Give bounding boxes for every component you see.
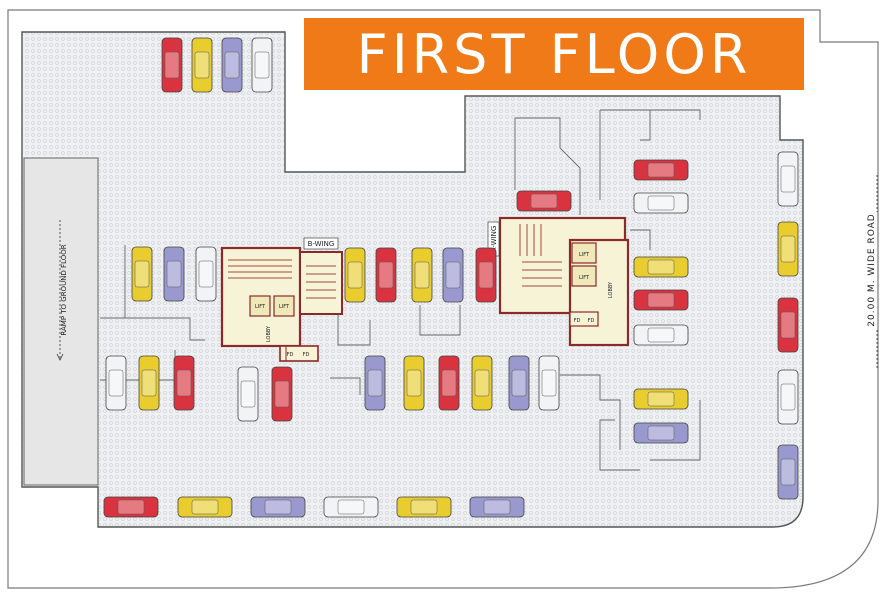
car-white	[195, 246, 217, 302]
car-red	[271, 366, 293, 422]
car-red	[375, 247, 397, 303]
car-white	[105, 355, 127, 411]
site-boundary	[7, 9, 879, 589]
car-blue	[633, 422, 689, 444]
car-yellow	[633, 256, 689, 278]
a-wing-lobby-label: LOBBY	[608, 281, 614, 298]
car-red	[103, 496, 159, 518]
car-blue	[469, 496, 525, 518]
car-yellow	[344, 247, 366, 303]
car-white	[777, 151, 799, 207]
car-red	[633, 159, 689, 181]
car-blue	[508, 355, 530, 411]
b-wing-fd-label: FD	[287, 352, 294, 358]
car-red	[475, 247, 497, 303]
car-red	[777, 297, 799, 353]
b-wing-lobby-label: LOBBY	[266, 325, 272, 342]
a-wing-lift-label: LIFT	[579, 252, 590, 258]
car-yellow	[403, 355, 425, 411]
car-red	[633, 289, 689, 311]
car-white	[538, 355, 560, 411]
car-white	[633, 192, 689, 214]
title-banner: FIRST FLOOR	[304, 18, 804, 90]
b-wing-fd-label-2: FD	[303, 352, 310, 358]
a-wing-fd-label-2: FD	[588, 318, 595, 324]
ramp	[23, 157, 99, 486]
b-wing-tag	[303, 237, 339, 250]
a-wing-core	[498, 216, 630, 347]
car-yellow	[633, 388, 689, 410]
a-wing-fd-label: FD	[574, 318, 581, 324]
car-white	[237, 366, 259, 422]
car-red	[161, 37, 183, 93]
car-red	[438, 355, 460, 411]
car-blue	[163, 246, 185, 302]
car-yellow	[191, 37, 213, 93]
car-white	[633, 324, 689, 346]
car-white	[777, 369, 799, 425]
parking-cars	[103, 37, 799, 518]
car-white	[251, 37, 273, 93]
a-wing-label: A-WING	[490, 226, 498, 253]
b-wing-lift-label-2: LIFT	[279, 304, 290, 310]
ramp-arrow-head	[56, 353, 64, 361]
car-yellow	[396, 496, 452, 518]
car-yellow	[138, 355, 160, 411]
car-blue	[442, 247, 464, 303]
car-yellow	[777, 221, 799, 277]
car-red	[173, 355, 195, 411]
car-yellow	[177, 496, 233, 518]
b-wing-lift-label: LIFT	[255, 304, 266, 310]
road-label: 20.00 M. WIDE ROAD	[867, 213, 877, 326]
car-yellow	[411, 247, 433, 303]
car-yellow	[471, 355, 493, 411]
car-white	[323, 496, 379, 518]
ramp-label: RAMP TO GROUND FLOOR	[60, 244, 68, 335]
a-wing-lift-label-2: LIFT	[579, 275, 590, 281]
b-wing-core	[220, 246, 343, 362]
driveway-lines	[100, 109, 701, 471]
car-blue	[364, 355, 386, 411]
car-blue	[250, 496, 306, 518]
b-wing-label: B-WING	[308, 240, 335, 248]
car-yellow	[131, 246, 153, 302]
car-blue	[777, 444, 799, 500]
car-red	[516, 190, 572, 212]
page-title: FIRST FLOOR	[356, 22, 752, 86]
car-blue	[221, 37, 243, 93]
